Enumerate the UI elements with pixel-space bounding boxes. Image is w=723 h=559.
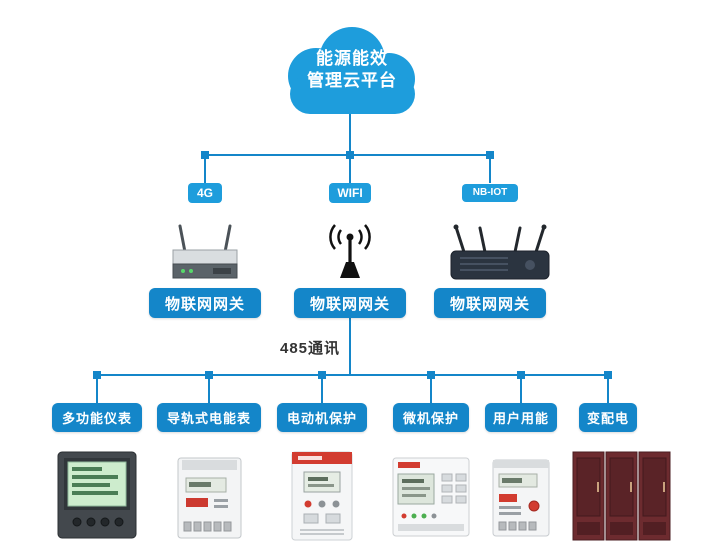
badge-nbiot: NB-IOT bbox=[462, 184, 518, 202]
cloud-title-line2: 管理云平台 bbox=[307, 71, 397, 90]
user-energy-meter-image bbox=[492, 459, 550, 537]
device-label-power-distribution: 变配电 bbox=[579, 403, 637, 432]
microcomputer-protection-image bbox=[392, 457, 470, 537]
device-label-multifunction-meter: 多功能仪表 bbox=[52, 403, 142, 432]
device-label-din-rail-meter: 导轨式电能表 bbox=[157, 403, 261, 432]
multifunction-meter-image bbox=[57, 451, 137, 539]
motor-protection-image bbox=[291, 451, 353, 541]
bus-485-label: 485通讯 bbox=[280, 340, 341, 357]
gateway-label-wifi: 物联网网关 bbox=[294, 288, 406, 318]
cloud-platform-title: 能源能效 管理云平台 bbox=[272, 48, 432, 92]
din-rail-energy-meter-image bbox=[177, 457, 242, 539]
badge-wifi: WIFI bbox=[329, 183, 371, 203]
device-label-micro-protection: 微机保护 bbox=[393, 403, 469, 432]
gateway-label-nbiot: 物联网网关 bbox=[434, 288, 546, 318]
badge-4g: 4G bbox=[188, 183, 222, 203]
device-label-user-energy: 用户用能 bbox=[485, 403, 557, 432]
cloud-title-line1: 能源能效 bbox=[316, 49, 388, 68]
gateway-label-4g: 物联网网关 bbox=[149, 288, 261, 318]
4g-router-icon bbox=[172, 224, 238, 279]
wifi-antenna-icon bbox=[329, 224, 371, 278]
cloud-shape bbox=[288, 27, 415, 114]
device-label-motor-protection: 电动机保护 bbox=[277, 403, 367, 432]
power-distribution-cabinet-image bbox=[572, 451, 671, 541]
nbiot-router-icon bbox=[450, 224, 550, 280]
